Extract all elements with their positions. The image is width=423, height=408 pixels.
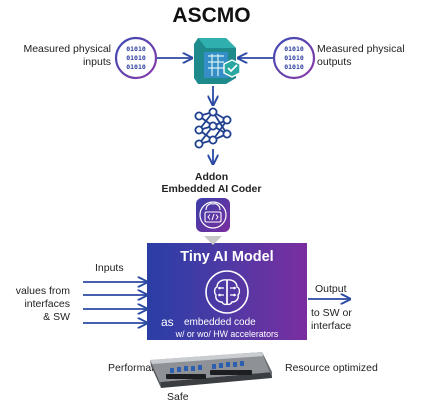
- svg-text:01010: 01010: [126, 45, 146, 53]
- ecu-hardware-icon: [150, 352, 272, 388]
- model-title: Tiny AI Model: [180, 249, 274, 265]
- measured-inputs-label: Measured physical inputs: [23, 43, 111, 68]
- connector-triangle: [204, 236, 222, 245]
- brain-icon: [205, 270, 249, 314]
- to-sw-line2: interface: [311, 320, 352, 332]
- safe-label: Safe: [167, 391, 189, 403]
- svg-text:01010: 01010: [284, 45, 304, 53]
- diagram-title: ASCMO: [172, 4, 251, 27]
- embedded-code-label: embedded code: [184, 317, 256, 328]
- binary-data-input-icon: 01010 01010 01010: [114, 36, 158, 80]
- addon-line1: Addon: [194, 171, 229, 183]
- tiny-ai-model-box: Tiny AI Model as embedded code w/ or wo/…: [147, 243, 307, 340]
- values-line3: & SW: [43, 311, 70, 323]
- accelerators-label: w/ or wo/ HW accelerators: [175, 329, 279, 339]
- ascmo-app-icon: [194, 38, 241, 84]
- svg-text:01010: 01010: [284, 63, 304, 71]
- to-sw-line1: to SW or: [311, 307, 352, 319]
- embedded-ai-coder-icon: [196, 198, 230, 232]
- as-word: as: [161, 315, 174, 329]
- inputs-label: Inputs: [95, 262, 124, 274]
- binary-data-output-icon: 01010 01010 01010: [272, 36, 316, 80]
- values-line2: interfaces: [24, 298, 70, 310]
- svg-text:01010: 01010: [126, 54, 146, 62]
- measured-outputs-label: Measured physical outputs: [317, 43, 405, 68]
- addon-line2: Embedded AI Coder: [161, 183, 262, 195]
- performant-label: Performant: [108, 362, 160, 374]
- svg-text:01010: 01010: [284, 54, 304, 62]
- input-arrows: [83, 282, 146, 323]
- values-line1: values from: [15, 285, 70, 297]
- to-sw-label: to SW or interface: [311, 307, 352, 333]
- resource-optimized-label: Resource optimized: [285, 362, 378, 374]
- addon-label: Addon Embedded AI Coder: [0, 171, 423, 195]
- svg-text:01010: 01010: [126, 63, 146, 71]
- values-label: values from interfaces & SW: [0, 285, 70, 324]
- output-label: Output: [315, 283, 347, 295]
- neural-network-icon: [194, 107, 232, 149]
